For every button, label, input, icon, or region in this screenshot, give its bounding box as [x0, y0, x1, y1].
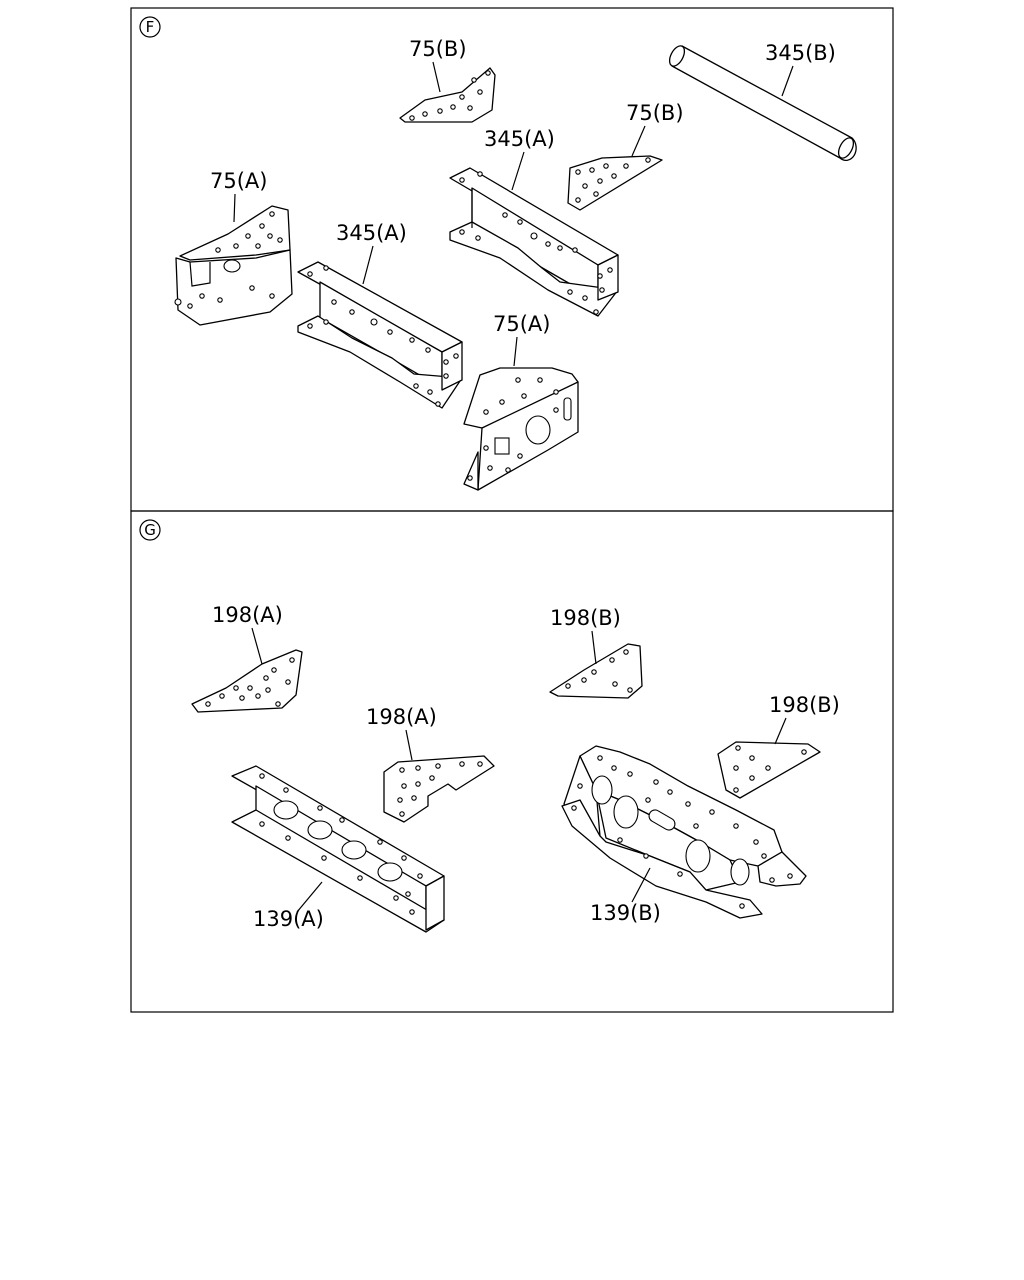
- leader-f-7: [513, 336, 518, 367]
- callout-198b-right: 198(B): [769, 693, 840, 717]
- callout-345a-left: 345(A): [336, 221, 407, 245]
- part-75b-top: [399, 67, 496, 123]
- callout-139a: 139(A): [253, 907, 324, 931]
- part-345a-left-channel: [297, 261, 463, 409]
- leader-g-1: [251, 627, 263, 665]
- part-139a-channel: [231, 765, 445, 933]
- panel-g-marker: G: [139, 519, 161, 541]
- callout-75a-left: 75(A): [210, 169, 267, 193]
- callout-75a-bottom: 75(A): [493, 312, 550, 336]
- callout-75b-top: 75(B): [409, 37, 467, 61]
- part-345a-right-channel: [449, 167, 619, 317]
- leader-f-3: [631, 125, 646, 157]
- panel-g-frame: [130, 510, 894, 1013]
- part-75b-right: [567, 155, 663, 211]
- panel-f-marker-letter: F: [146, 18, 155, 36]
- panel-f: F: [130, 7, 894, 512]
- leader-f-1: [432, 61, 441, 93]
- part-139b-crossmember: [561, 745, 807, 919]
- panel-f-marker-ring: [139, 16, 161, 38]
- part-198a-top: [191, 649, 303, 713]
- leader-f-6: [362, 245, 374, 285]
- leader-f-4: [511, 151, 525, 191]
- leader-f-5: [233, 193, 236, 223]
- leader-g-4: [774, 717, 787, 745]
- part-198b-right: [717, 741, 821, 799]
- callout-345b: 345(B): [765, 41, 836, 65]
- part-198a-mid: [383, 755, 495, 823]
- callout-139b: 139(B): [590, 901, 661, 925]
- leader-g-5: [296, 881, 323, 913]
- part-345b-rod: [668, 45, 857, 162]
- callout-198a-mid: 198(A): [366, 705, 437, 729]
- callout-75b-right: 75(B): [626, 101, 684, 125]
- callout-198b-top: 198(B): [550, 606, 621, 630]
- panel-g-marker-letter: G: [144, 521, 156, 539]
- part-75a-left-bracket: [174, 205, 293, 326]
- callout-345a-right: 345(A): [484, 127, 555, 151]
- panel-f-marker: F: [139, 16, 161, 38]
- part-198b-top: [549, 643, 643, 699]
- panel-g-marker-ring: [139, 519, 161, 541]
- leader-f-2: [781, 65, 794, 97]
- callout-198a-top: 198(A): [212, 603, 283, 627]
- leader-g-6: [631, 867, 651, 903]
- leader-g-3: [405, 729, 413, 761]
- leader-g-2: [591, 630, 597, 665]
- part-75a-bottom-bracket: [463, 367, 579, 491]
- panel-g: G: [130, 510, 894, 1013]
